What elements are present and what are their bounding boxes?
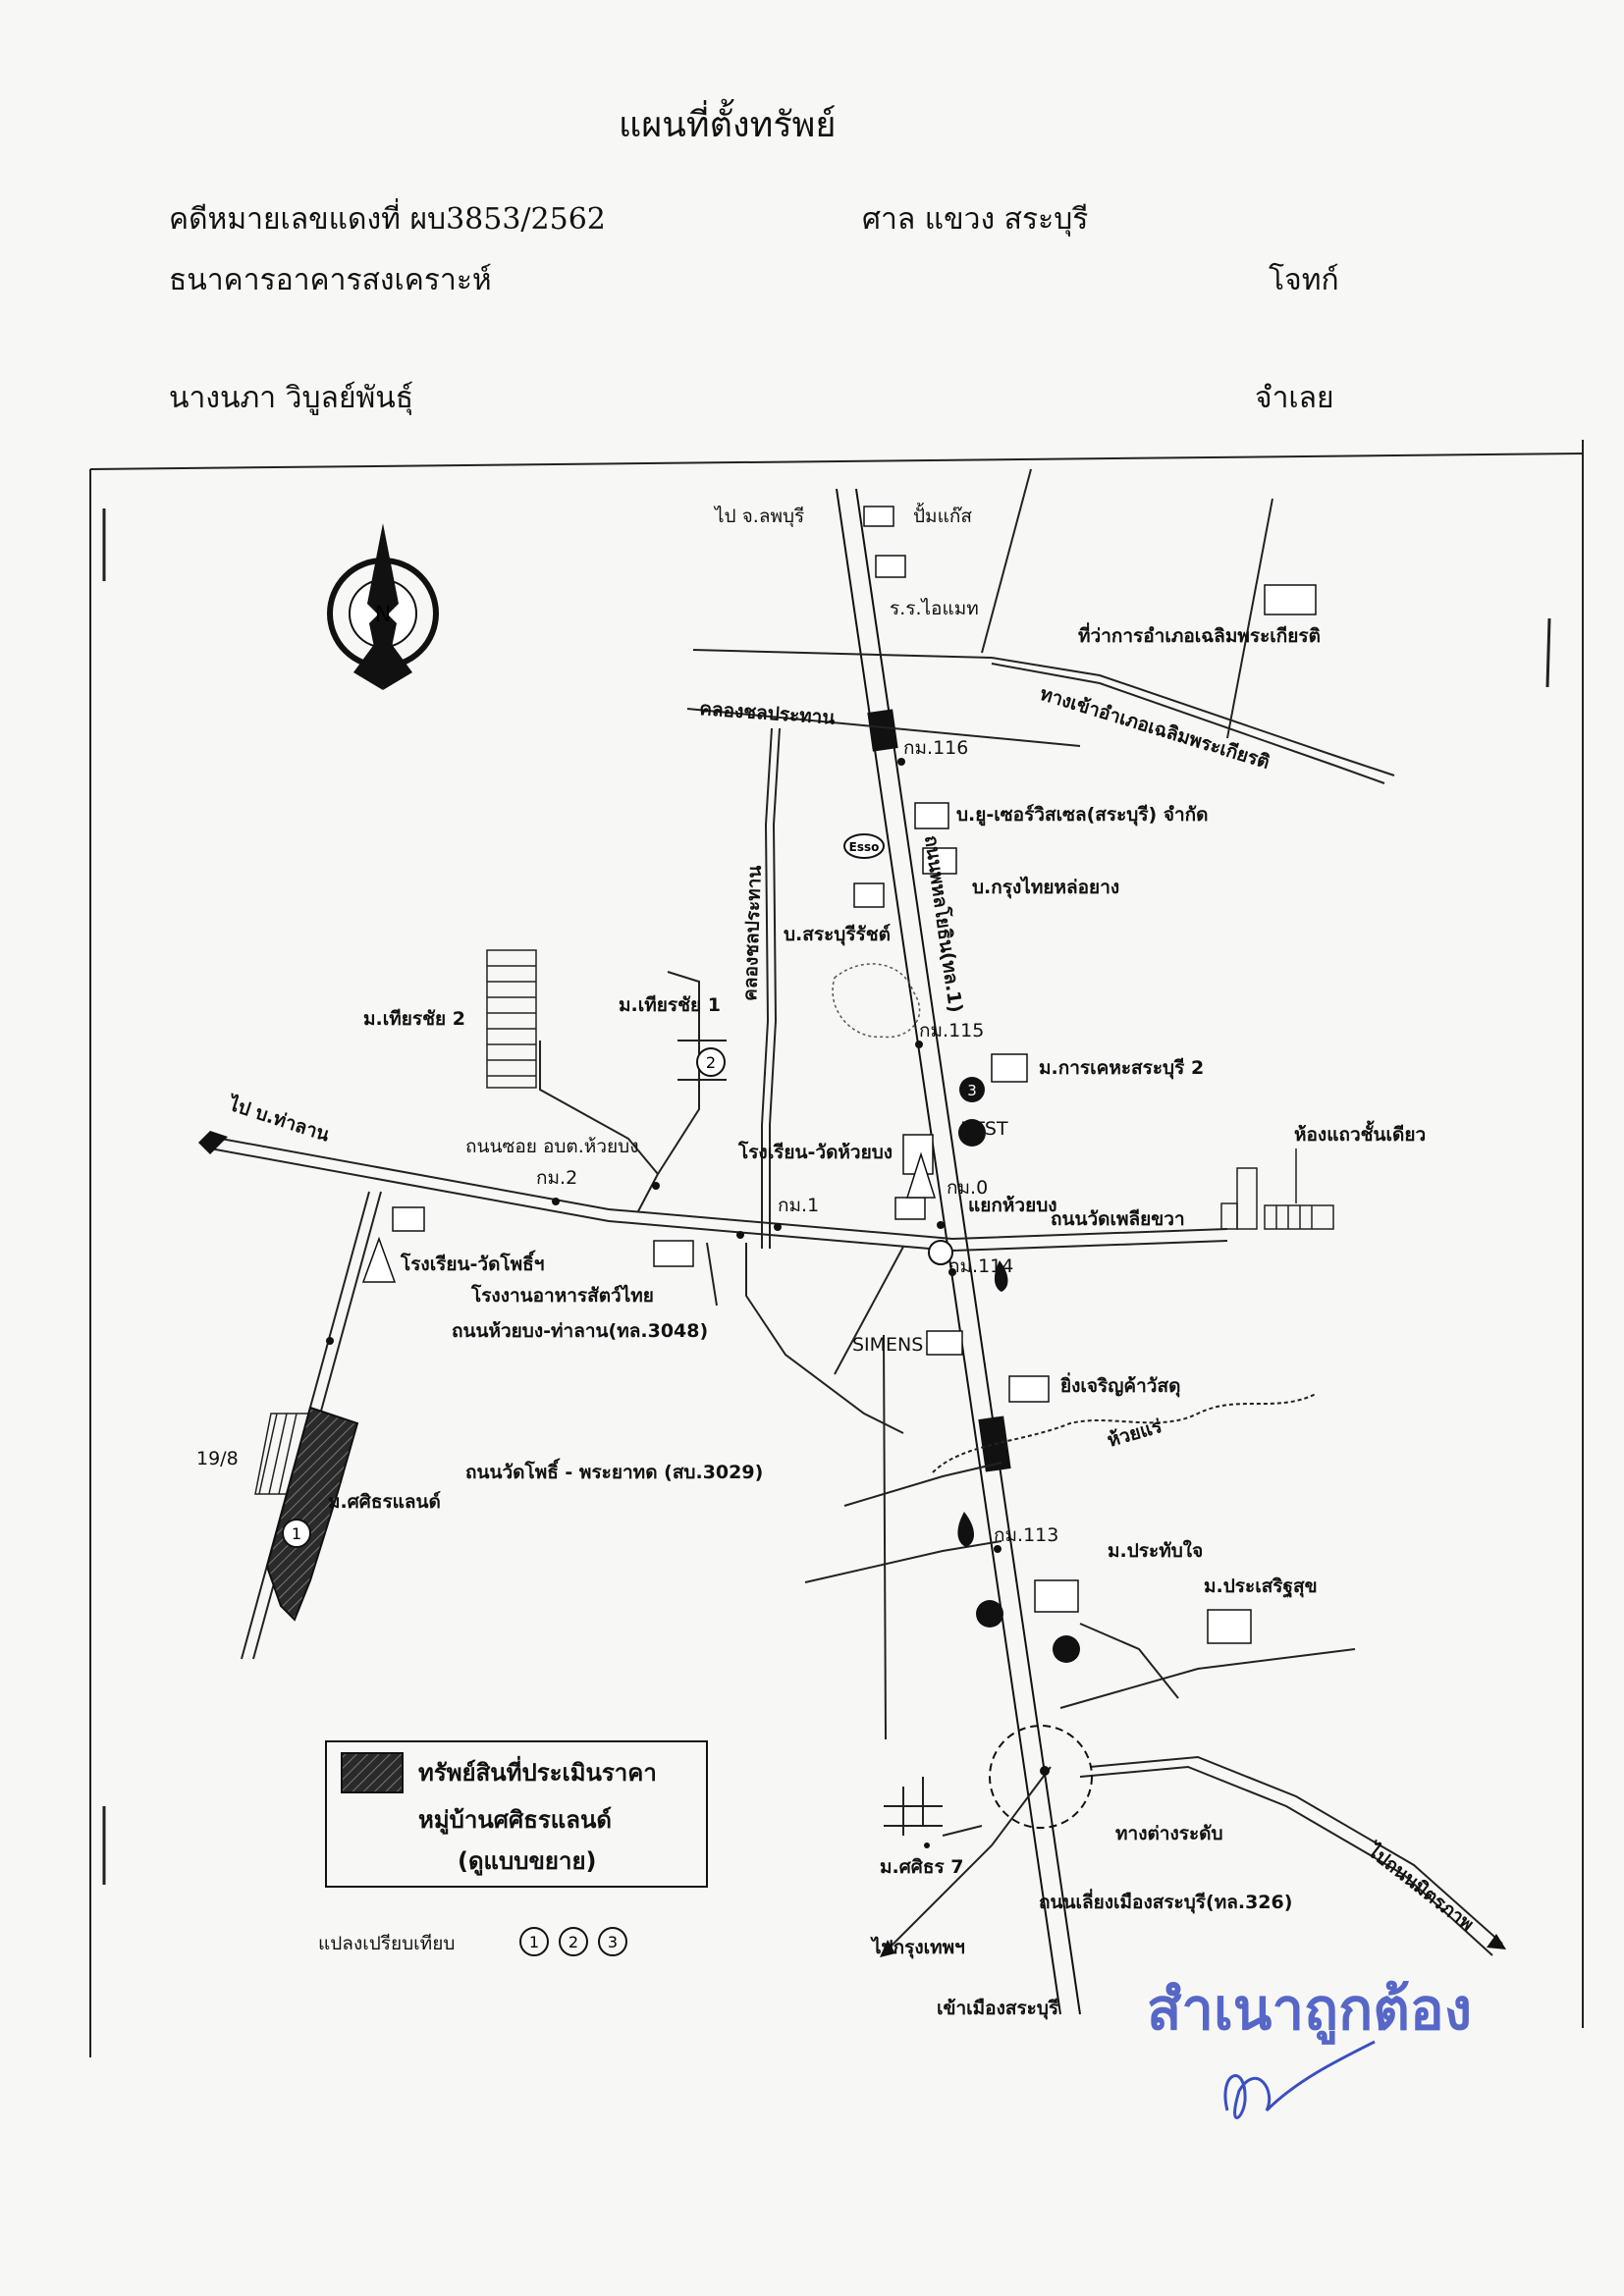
km-marker <box>326 758 1050 1848</box>
label-village-thiancha2: ม.เทียรชัย 2 <box>363 1008 465 1030</box>
label-school-wat-huaibong: โรงเรียน-วัดห้วยบง <box>737 1141 893 1163</box>
label-road-wat-phliao: ถนนวัดเพลียขวา <box>1051 1208 1185 1230</box>
comparison-label: แปลงเปรียบเทียบ <box>318 1933 455 1954</box>
roads <box>209 468 1503 1956</box>
label-km115: กม.115 <box>919 1020 984 1041</box>
certified-copy-stamp: สำเนาถูกต้อง <box>1147 1976 1473 2043</box>
label-village-sasithon: ม.ศศิธรแลนด์ <box>328 1491 441 1513</box>
map-frame <box>89 440 1584 2057</box>
label-siemens: SIMENS <box>852 1334 923 1356</box>
star-icon <box>928 1119 1080 1663</box>
label-plot-198: 19/8 <box>196 1448 239 1469</box>
svg-text:2: 2 <box>706 1053 716 1072</box>
label-village-prasert: ม.ประเสริฐสุข <box>1204 1575 1318 1599</box>
village-thiancha2-block <box>486 949 537 1089</box>
map-title: แผนที่ตั้งทรัพย์ <box>619 105 837 145</box>
svg-text:1: 1 <box>292 1524 301 1543</box>
label-road-3048: ถนนห้วยบง-ท่าลาน(ทล.3048) <box>452 1320 708 1342</box>
legend-line3: (ดูแบบขยาย) <box>458 1847 596 1876</box>
label-ying-charoen: ยิ่งเจริญค้าวัสดุ <box>1060 1372 1180 1398</box>
interchange-circle <box>989 1725 1093 1829</box>
label-road-3029: ถนนวัดโพธิ์ - พระยาทด (สบ.3029) <box>465 1458 763 1483</box>
comparison-marker-1: 1 <box>282 1519 311 1548</box>
comparison-item-2: 2 <box>568 1933 578 1951</box>
label-main-road: ถนนพหลโยธิน(ทล.1) <box>920 833 967 1014</box>
label-village-sasithon7: ม.ศศิธร 7 <box>880 1856 964 1878</box>
comparison-marker-3: 3 <box>959 1077 985 1102</box>
label-district-office: ที่ว่าการอำเภอเฉลิมพระเกียรติ <box>1078 622 1321 647</box>
comparison-item-1: 1 <box>529 1933 539 1951</box>
label-company-service: บ.ยู-เซอร์วิสเซล(สระบุรี) จำกัด <box>956 804 1209 827</box>
defendant-name: นางนภา วิบูลย์พันธุ์ <box>169 381 414 415</box>
label-animal-food: โรงงานอาหารสัตว์ไทย <box>470 1284 654 1307</box>
subject-property <box>265 1406 359 1622</box>
stream-huai-rae <box>932 1393 1317 1473</box>
esso-logo: Esso <box>843 833 885 859</box>
label-km114: กม.114 <box>948 1255 1013 1277</box>
label-junction: แยกห้วยบง <box>968 1195 1057 1216</box>
label-km2: กม.2 <box>536 1167 577 1189</box>
gas-station-icon <box>957 1260 1008 1547</box>
label-village-thiancha1: ม.เทียรชัย 1 <box>619 994 721 1016</box>
temple-icon <box>361 1151 937 1283</box>
case-number: คดีหมายเลขแดงที่ ผบ3853/2562 <box>169 202 606 237</box>
label-interchange: ทางต่างระดับ <box>1115 1823 1223 1844</box>
label-gas-station: ปั้มแก๊ส <box>913 503 972 527</box>
label-village-prathapchai: ม.ประทับใจ <box>1108 1539 1203 1562</box>
comparison-item-3: 3 <box>608 1933 618 1951</box>
label-to-thalan: ไป บ.ท่าลาน <box>225 1092 333 1146</box>
label-to-lopburi: ไป จ.ลพบุรี <box>713 506 804 528</box>
signature <box>1223 2040 1376 2119</box>
plaintiff-name: ธนาคารอาคารสงเคราะห์ <box>169 263 492 297</box>
svg-text:Esso: Esso <box>849 840 880 854</box>
label-to-saraburi-city: เข้าเมืองสระบุรี <box>937 1998 1059 2020</box>
label-to-bangkok: ไปกรุงเทพฯ <box>870 1936 965 1959</box>
label-village-karnkheha: ม.การเคหะสระบุรี 2 <box>1039 1057 1204 1080</box>
legend-line2: หมู่บ้านศศิธรแลนด์ <box>418 1806 612 1835</box>
label-km1: กม.1 <box>778 1195 819 1216</box>
legend-line1: ทรัพย์สินที่ประเมินราคา <box>418 1755 657 1787</box>
arrow-icon <box>198 1131 1506 1957</box>
defendant-role: จำเลย <box>1255 381 1334 415</box>
label-shophouse: ห้องแถวชั้นเดียว <box>1294 1120 1426 1146</box>
label-km116: กม.116 <box>903 737 968 759</box>
building-icon <box>392 506 1317 1644</box>
label-company-saraburi: บ.สระบุรีรัชต์ <box>784 924 891 946</box>
compass-label: N <box>375 603 391 627</box>
label-km113: กม.113 <box>994 1524 1058 1546</box>
comparison-plots: แปลงเปรียบเทียบ 1 2 3 <box>318 1927 627 1956</box>
shophouse-block <box>1220 1148 1334 1230</box>
label-company-krungthai: บ.กรุงไทยหล่อยาง <box>972 876 1119 899</box>
label-road-to-district: ทางเข้าอำเภอเฉลิมพระเกียรติ <box>1038 683 1272 774</box>
label-ttst: TTST <box>961 1118 1008 1140</box>
label-to-mittraphap: ไปถนนมิตรภาพ <box>1362 1839 1478 1936</box>
label-canal-top: คลองชลประทาน <box>699 698 836 729</box>
label-bypass-road: ถนนเลี่ยงเมืองสระบุรี(ทล.326) <box>1039 1889 1292 1914</box>
label-canal-vertical: คลองชลประทาน <box>739 865 766 1001</box>
compass-north-icon: N <box>327 523 439 690</box>
legend: ทรัพย์สินที่ประเมินราคา หมู่บ้านศศิธรแลน… <box>325 1740 708 1888</box>
label-huai-rae: ห้วยแร่ <box>1105 1415 1164 1452</box>
plaintiff-role: โจทก์ <box>1269 263 1339 297</box>
label-km0: กม.0 <box>947 1177 988 1199</box>
court-name: ศาล แขวง สระบุรี <box>862 202 1089 237</box>
label-school-wat-pho: โรงเรียน-วัดโพธิ์ฯ <box>400 1250 544 1275</box>
comparison-marker-2: 2 <box>696 1047 726 1077</box>
pond <box>832 963 921 1039</box>
map-labels: ไป จ.ลพบุรี ปั้มแก๊ส ร.ร.ไอแมท ที่ว่าการ… <box>196 503 1478 2020</box>
label-soi-road: ถนนซอย อบต.ห้วยบง <box>465 1136 638 1157</box>
svg-text:3: 3 <box>967 1082 977 1099</box>
label-school-imat: ร.ร.ไอแมท <box>890 598 979 619</box>
